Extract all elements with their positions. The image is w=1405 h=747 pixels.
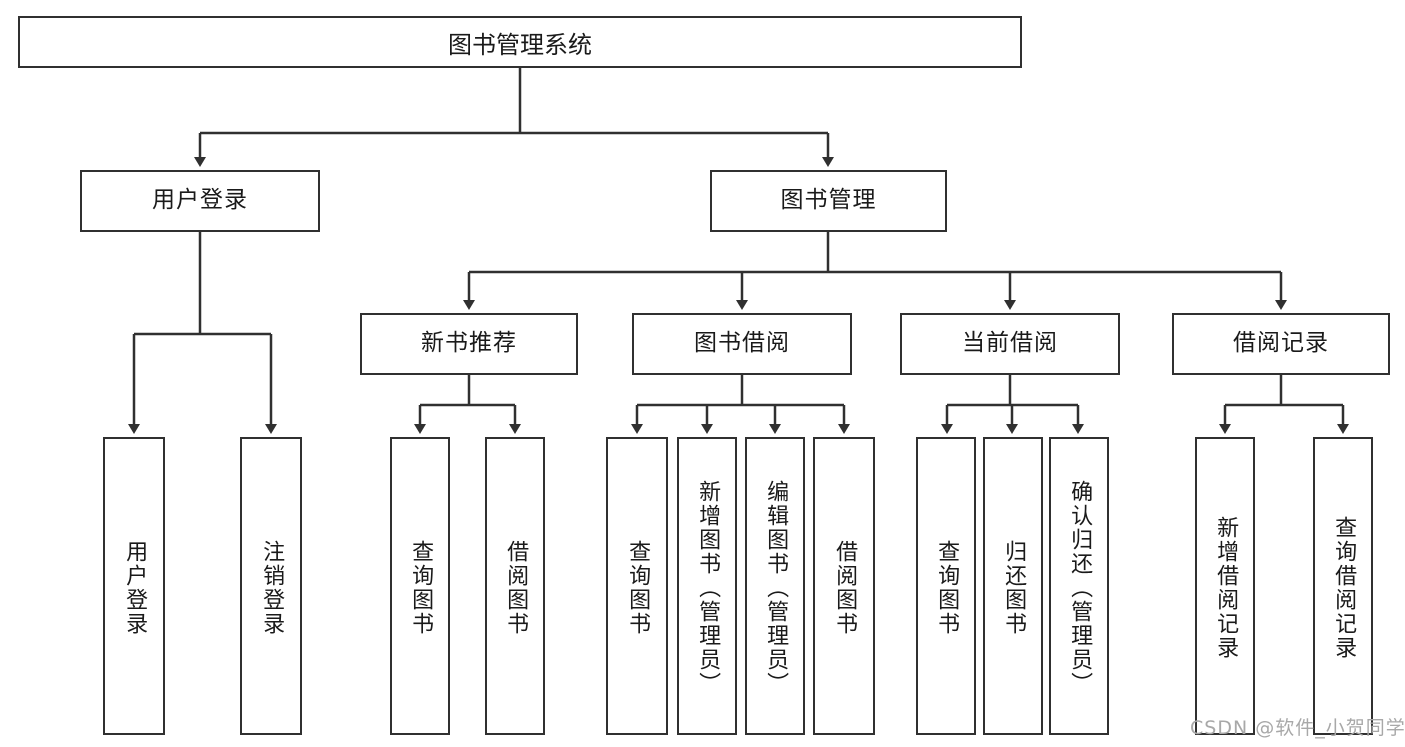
leaf-borrow-query-book[interactable]: 查询图书 — [606, 437, 668, 735]
leaf-label: 新增图书（管理员） — [695, 480, 721, 696]
node-book-management[interactable]: 图书管理 — [710, 170, 947, 232]
leaf-label: 新增借阅记录 — [1213, 516, 1239, 660]
leaf-label: 确认归还（管理员） — [1067, 480, 1093, 696]
leaf-user-login-logout[interactable]: 注销登录 — [240, 437, 302, 735]
node-root-system[interactable]: 图书管理系统 — [18, 16, 1022, 68]
leaf-record-query-record[interactable]: 查询借阅记录 — [1313, 437, 1373, 735]
node-borrow-record[interactable]: 借阅记录 — [1172, 313, 1390, 375]
node-current-borrow[interactable]: 当前借阅 — [900, 313, 1120, 375]
leaf-label: 查询图书 — [625, 540, 651, 636]
leaf-label: 查询图书 — [408, 540, 434, 636]
leaf-borrow-edit-book-admin[interactable]: 编辑图书（管理员） — [745, 437, 805, 735]
node-new-book-recommend[interactable]: 新书推荐 — [360, 313, 578, 375]
leaf-label: 注销登录 — [259, 540, 285, 636]
leaf-current-confirm-return-admin[interactable]: 确认归还（管理员） — [1049, 437, 1109, 735]
leaf-label: 查询借阅记录 — [1331, 516, 1357, 660]
node-book-borrow[interactable]: 图书借阅 — [632, 313, 852, 375]
leaf-label: 查询图书 — [934, 540, 960, 636]
leaf-borrow-add-book-admin[interactable]: 新增图书（管理员） — [677, 437, 737, 735]
leaf-current-query-book[interactable]: 查询图书 — [916, 437, 976, 735]
leaf-borrow-borrow-book[interactable]: 借阅图书 — [813, 437, 875, 735]
leaf-label: 借阅图书 — [503, 540, 529, 636]
watermark-csdn: CSDN @软件_小贺同学 — [1190, 717, 1405, 739]
leaf-label: 借阅图书 — [832, 540, 858, 636]
leaf-new-book-query[interactable]: 查询图书 — [390, 437, 450, 735]
leaf-new-book-borrow[interactable]: 借阅图书 — [485, 437, 545, 735]
leaf-label: 编辑图书（管理员） — [763, 480, 789, 696]
leaf-current-return-book[interactable]: 归还图书 — [983, 437, 1043, 735]
node-user-login[interactable]: 用户登录 — [80, 170, 320, 232]
leaf-record-add-record[interactable]: 新增借阅记录 — [1195, 437, 1255, 735]
leaf-label: 归还图书 — [1001, 540, 1027, 636]
leaf-label: 用户登录 — [122, 540, 148, 636]
leaf-user-login-login[interactable]: 用户登录 — [103, 437, 165, 735]
